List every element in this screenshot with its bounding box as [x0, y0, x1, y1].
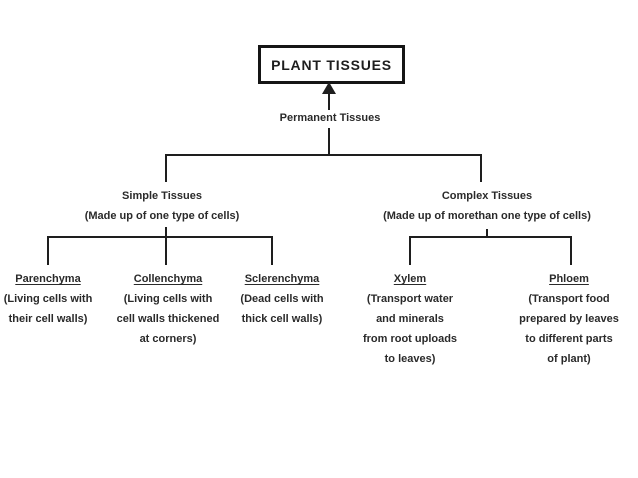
simple-drop-parenchyma [47, 236, 49, 265]
leaf-xylem-name: Xylem [393, 273, 427, 285]
leaf-sclerenchyma-name: Sclerenchyma [244, 273, 320, 285]
simple-connector-stem [165, 227, 167, 238]
leaf-collenchyma-line-1: (Living cells with [123, 293, 213, 305]
leaf-parenchyma: Parenchyma (Living cells with their cell… [0, 269, 118, 329]
simple-drop-collenchyma [165, 236, 167, 265]
leaf-phloem-line-3: to different parts [525, 333, 613, 345]
root-node-plant-tissues: PLANT TISSUES [258, 45, 405, 84]
leaf-collenchyma-name: Collenchyma [133, 273, 203, 285]
branch-complex-subtitle: (Made up of morethan one type of cells) [383, 210, 591, 222]
branch-simple-tissues: Simple Tissues (Made up of one type of c… [42, 186, 282, 226]
root-node-label: PLANT TISSUES [271, 56, 392, 73]
branch-complex-title: Complex Tissues [441, 190, 533, 202]
leaf-parenchyma-line-1: (Living cells with [3, 293, 93, 305]
leaf-parenchyma-line-2: their cell walls) [8, 313, 88, 325]
leaf-xylem-line-3: from root uploads [362, 333, 458, 345]
simple-connector-crossbar [47, 236, 273, 238]
leaf-phloem-line-2: prepared by leaves [519, 313, 619, 325]
leaf-xylem-line-2: and minerals [376, 313, 444, 325]
complex-drop-phloem [570, 236, 572, 265]
leaf-sclerenchyma-line-1: (Dead cells with [240, 293, 324, 305]
leaf-parenchyma-name: Parenchyma [15, 273, 81, 285]
leaf-collenchyma-line-3: at corners) [139, 333, 197, 345]
connector-drop-complex [480, 154, 482, 182]
connector-crossbar [165, 154, 482, 156]
leaf-phloem-line-1: (Transport food [528, 293, 610, 305]
connector-stem [328, 128, 330, 155]
leaf-phloem: Phloem (Transport food prepared by leave… [494, 269, 638, 369]
branch-complex-tissues: Complex Tissues (Made up of morethan one… [352, 186, 622, 226]
level1-label-permanent-tissues: Permanent Tissues [279, 112, 381, 124]
leaf-sclerenchyma-line-2: thick cell walls) [241, 313, 323, 325]
branch-simple-title: Simple Tissues [122, 190, 202, 202]
leaf-collenchyma: Collenchyma (Living cells with cell wall… [96, 269, 240, 349]
leaf-phloem-line-4: of plant) [547, 353, 591, 365]
leaf-phloem-name: Phloem [549, 273, 589, 285]
leaf-xylem: Xylem (Transport water and minerals from… [340, 269, 480, 369]
complex-connector-crossbar [409, 236, 572, 238]
leaf-sclerenchyma: Sclerenchyma (Dead cells with thick cell… [212, 269, 352, 329]
up-arrow-icon [322, 82, 336, 94]
leaf-collenchyma-line-2: cell walls thickened [116, 313, 220, 325]
simple-drop-sclerenchyma [271, 236, 273, 265]
leaf-xylem-line-4: to leaves) [384, 353, 436, 365]
complex-connector-stem [486, 229, 488, 238]
branch-simple-subtitle: (Made up of one type of cells) [84, 210, 240, 222]
complex-drop-xylem [409, 236, 411, 265]
up-arrow-shaft [328, 93, 330, 110]
leaf-xylem-line-1: (Transport water [366, 293, 454, 305]
connector-drop-simple [165, 154, 167, 182]
